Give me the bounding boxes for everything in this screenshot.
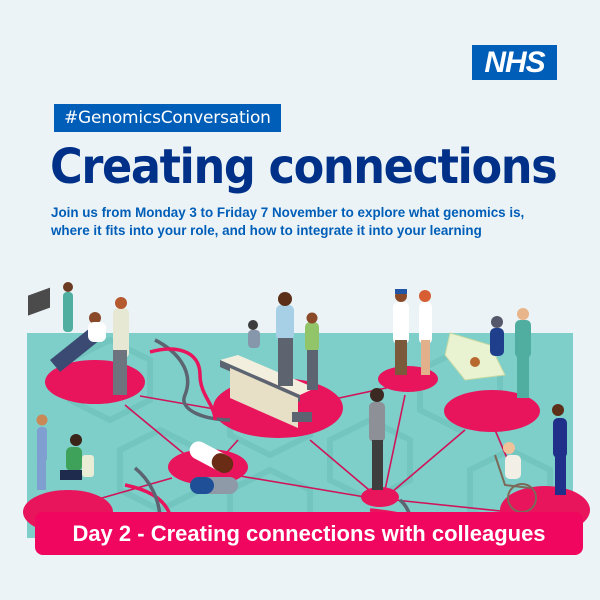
- ultrasound-screen: [28, 287, 50, 316]
- nhs-logo: NHS: [472, 45, 557, 80]
- incubator: [444, 332, 506, 381]
- nhs-logo-text: NHS: [484, 45, 545, 79]
- subtitle: Join us from Monday 3 to Friday 7 Novemb…: [51, 204, 600, 240]
- day-banner-text: Day 2 - Creating connections with collea…: [72, 520, 546, 546]
- healthcare-network-illustration: [23, 282, 590, 540]
- subtitle-line-1: Join us from Monday 3 to Friday 7 Novemb…: [51, 205, 525, 220]
- page-title: Creating connections: [50, 139, 558, 195]
- people-figures: [36, 282, 567, 495]
- hashtag-label: #GenomicsConversation: [54, 104, 281, 132]
- day-banner: Day 2 - Creating connections with collea…: [35, 512, 583, 555]
- capsule-icon: [189, 441, 238, 494]
- subtitle-line-2: where it fits into your role, and how to…: [51, 223, 482, 238]
